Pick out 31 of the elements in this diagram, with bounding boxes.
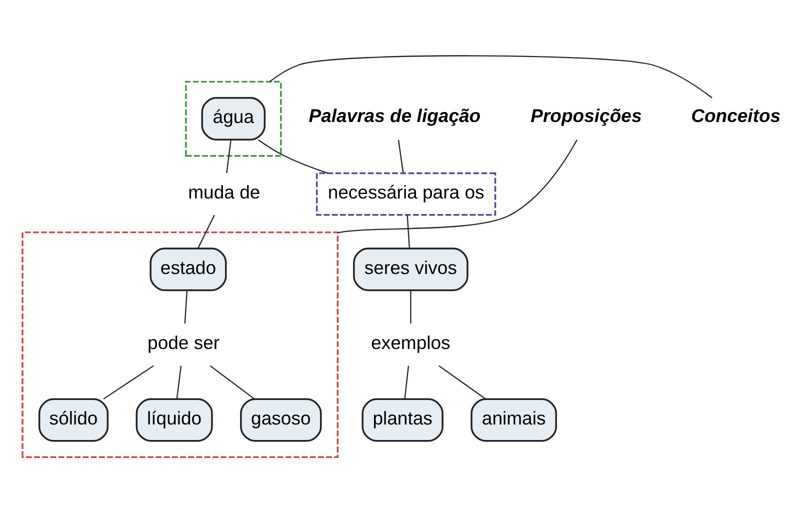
connector (176, 366, 182, 400)
node-box: plantas (362, 398, 444, 442)
node-box: animais (470, 398, 557, 442)
connector (258, 139, 328, 174)
node-text: pode ser (148, 332, 220, 354)
connector (398, 140, 404, 174)
node-box: líquido (136, 398, 213, 442)
node-box: gasoso (240, 398, 322, 442)
node-box: necessária para os (316, 172, 496, 216)
connector (269, 55, 712, 98)
cluster (185, 80, 282, 157)
node-text: Conceitos (691, 105, 781, 126)
connector (184, 290, 188, 324)
connector (198, 214, 215, 249)
node-box: água (201, 97, 266, 140)
node-text: Proposições (530, 105, 642, 126)
node-text: Palavras de ligação (308, 105, 481, 126)
node-box: estado (150, 248, 227, 292)
connector (410, 290, 412, 324)
node-box: sólido (38, 398, 109, 442)
connector (103, 365, 154, 400)
node-text: exemplos (371, 332, 450, 354)
cluster (22, 231, 339, 458)
connector (404, 366, 410, 399)
connector (406, 215, 410, 248)
connector (210, 365, 255, 400)
node-box: seres vivos (353, 248, 468, 292)
connector (338, 140, 578, 234)
node-text: muda de (188, 181, 260, 202)
connector (226, 140, 232, 174)
connector (438, 365, 486, 400)
